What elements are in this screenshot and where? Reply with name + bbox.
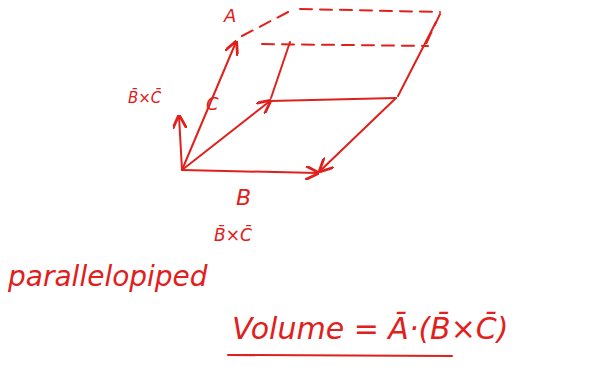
hidden-edge	[242, 10, 292, 36]
edge-line	[271, 42, 290, 98]
underline	[228, 355, 452, 356]
vector-cross	[179, 116, 182, 170]
vector-label: B̄×C̄	[214, 226, 252, 245]
edge-line	[270, 98, 396, 101]
hidden-edge	[262, 44, 428, 46]
vector-c	[182, 101, 270, 170]
vector-label: B	[236, 186, 251, 210]
shape-name: parallelopiped	[8, 262, 208, 293]
vector-b	[182, 170, 318, 173]
vector-label: B̄×C̄	[128, 90, 161, 107]
volume-formula: Volume = Ā·(B̄×C̄)	[232, 312, 509, 345]
vector-label: A	[224, 6, 236, 26]
vector-a	[182, 42, 236, 170]
hidden-edge	[300, 9, 440, 12]
edge-line	[320, 98, 396, 171]
hidden-edge	[426, 14, 440, 44]
vector-label: C	[206, 94, 219, 114]
